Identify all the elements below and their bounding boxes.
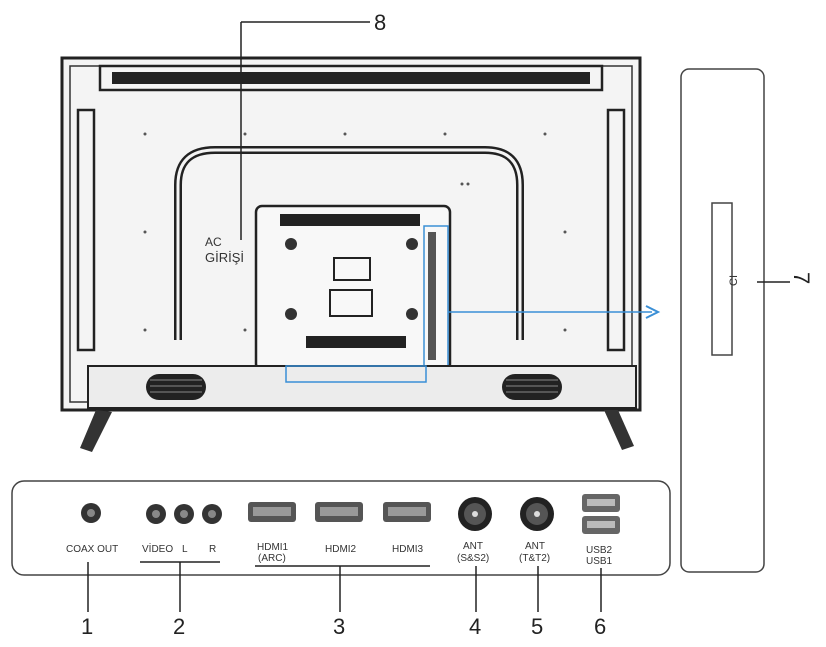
stand-foot-left bbox=[80, 410, 112, 452]
ci-slot bbox=[711, 202, 733, 356]
stand-foot-right bbox=[604, 410, 634, 450]
hdmi1-port bbox=[248, 502, 296, 522]
arrow-head-icon bbox=[645, 305, 661, 319]
usb2-label: USB2 bbox=[586, 545, 613, 556]
hdmi1-label-line2: (ARC) bbox=[258, 553, 286, 564]
coax-out-jack bbox=[81, 503, 101, 523]
bottom-connector-panel: COAX OUT VİDEO L R HDMI1 (ARC) HDMI2 HDM… bbox=[11, 480, 671, 576]
vesa-screw bbox=[285, 308, 297, 320]
callout-number-4: 4 bbox=[469, 614, 481, 639]
ant-satellite-connector bbox=[458, 497, 492, 531]
right-speaker bbox=[502, 374, 562, 400]
coax-out-label: COAX OUT bbox=[66, 544, 118, 555]
vesa-screw bbox=[285, 238, 297, 250]
hdmi2-label: HDMI2 bbox=[325, 544, 357, 555]
video-jack bbox=[146, 504, 166, 524]
video-label: VİDEO bbox=[142, 542, 173, 555]
callout-number-1: 1 bbox=[81, 614, 93, 639]
ac-input-label-line2: GİRİŞİ bbox=[205, 250, 244, 265]
side-ci-panel: CI bbox=[680, 68, 765, 573]
usb1-label: USB1 bbox=[586, 556, 613, 567]
callout-number-8: 8 bbox=[374, 10, 386, 35]
audio-r-jack bbox=[202, 504, 222, 524]
ant-s-label-line2: (S&S2) bbox=[457, 553, 489, 564]
audio-l-label: L bbox=[182, 544, 188, 555]
tv-rear-view bbox=[60, 56, 642, 452]
callout-leaders bbox=[87, 561, 602, 612]
vesa-screw bbox=[406, 238, 418, 250]
audio-l-jack bbox=[174, 504, 194, 524]
hdmi3-label: HDMI3 bbox=[392, 544, 424, 555]
callout-number-6: 6 bbox=[594, 614, 606, 639]
ant-t-label-line2: (T&T2) bbox=[519, 553, 550, 564]
ci-label: CI bbox=[728, 275, 740, 286]
vesa-screw bbox=[406, 308, 418, 320]
hdmi3-port bbox=[383, 502, 431, 522]
ant-terrestrial-connector bbox=[520, 497, 554, 531]
hdmi2-port bbox=[315, 502, 363, 522]
ant-s-label-line1: ANT bbox=[463, 541, 483, 552]
left-speaker bbox=[146, 374, 206, 400]
ant-t-label-line1: ANT bbox=[525, 541, 545, 552]
hdmi1-label-line1: HDMI1 bbox=[257, 542, 289, 553]
callout-number-5: 5 bbox=[531, 614, 543, 639]
callout-number-7: 7 bbox=[789, 272, 814, 284]
callout-number-2: 2 bbox=[173, 614, 185, 639]
ac-input-label-line1: AC bbox=[205, 235, 222, 249]
usb2-port bbox=[582, 494, 620, 512]
callout-number-3: 3 bbox=[333, 614, 345, 639]
audio-r-label: R bbox=[209, 544, 216, 555]
usb1-port bbox=[582, 516, 620, 534]
